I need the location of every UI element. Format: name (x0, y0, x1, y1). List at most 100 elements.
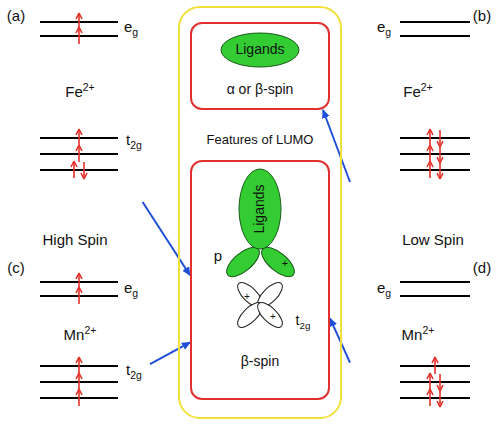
connector-arrow (150, 342, 190, 364)
label-text: eg (124, 19, 138, 36)
level-panel: (c) egMn2+ t2g (2, 255, 150, 418)
label-text: eg (377, 19, 391, 36)
feature-box: p t2g β-spin Ligands (190, 160, 330, 400)
electron-arrowhead (76, 287, 82, 293)
phase-sign: + (282, 257, 288, 269)
ligand-lobe: Ligands (238, 168, 282, 250)
electron-arrow (439, 390, 441, 406)
electron-arrow (78, 374, 80, 390)
energy-level (400, 381, 470, 383)
electron-arrowhead (81, 173, 87, 179)
energy-level (400, 21, 470, 23)
phase-sign: + (270, 311, 276, 322)
energy-levels (40, 22, 470, 398)
label-text: Mn2+ (64, 327, 97, 344)
label-text: (b) (473, 8, 491, 25)
electron-arrow (78, 130, 80, 146)
electron-arrow (78, 358, 80, 374)
electron-arrow (78, 28, 80, 44)
shape-sub: g (132, 26, 138, 38)
electron-arrowhead (76, 27, 82, 33)
electron-arrowhead (432, 357, 438, 363)
label-text: Ligands (252, 184, 267, 233)
electron-arrowhead (71, 161, 77, 167)
electron-arrow (429, 162, 431, 178)
shape-sup: 2+ (83, 81, 95, 93)
electron-arrow (429, 130, 431, 146)
shape-sup: 2+ (421, 81, 433, 93)
electron-arrow (73, 162, 75, 178)
lumo-panel: Features of LUMOα or β-spinLigandspt2gβ-… (178, 6, 342, 419)
electron-arrow (83, 162, 85, 178)
shape-sub: 2g (130, 369, 142, 381)
electron-arrowhead (427, 129, 433, 135)
shape-sup: 2+ (84, 324, 96, 336)
label-text: Mn2+ (402, 327, 435, 344)
level-panel: (b) egFe2+ (350, 2, 498, 202)
electron-arrowhead (76, 373, 82, 379)
label-text: (c) (7, 260, 25, 277)
energy-level (400, 153, 470, 155)
electron-arrowhead (76, 389, 82, 395)
electron-arrow (429, 390, 431, 406)
shape-sub: 2g (299, 320, 310, 331)
ellipse-shape (221, 33, 299, 67)
ellipse-shape (239, 169, 281, 249)
energy-level (400, 295, 470, 297)
label-text: Features of LUMO (207, 133, 314, 147)
label-text: Ligands (235, 42, 284, 57)
electron-arrowhead (76, 145, 82, 151)
electron-arrow (429, 146, 431, 162)
electron-arrow (439, 162, 441, 178)
electron-arrow (78, 146, 80, 162)
connector-arrow (323, 110, 350, 182)
level-panel: (a) egFe2+ t2g (2, 2, 150, 202)
energy-level (400, 281, 470, 283)
electron-arrowhead (76, 13, 82, 19)
label-text: Fe2+ (65, 84, 95, 101)
shape-sup: 2+ (422, 324, 434, 336)
electron-arrowhead (427, 389, 433, 395)
energy-level (400, 397, 470, 399)
energy-level (40, 169, 118, 171)
spin-label: High Spin (42, 232, 107, 249)
electron-arrow (78, 390, 80, 406)
electron-arrowhead (76, 129, 82, 135)
label-text: p (214, 248, 222, 265)
shape-sub: g (132, 287, 138, 299)
label-text: Fe2+ (403, 84, 433, 101)
electron-arrow (78, 288, 80, 304)
energy-level (400, 169, 470, 171)
electron-arrowhead (437, 173, 443, 179)
ligand-ellipse: Ligands (220, 32, 300, 68)
label-text: (d) (473, 260, 491, 277)
label-text: (a) (7, 8, 25, 25)
electron-arrow (439, 146, 441, 162)
phase-sign: + (244, 291, 250, 302)
shape-sub: 2g (130, 139, 142, 151)
electron-arrowhead (427, 145, 433, 151)
spin-label: Low Spin (402, 232, 464, 249)
electron-arrowhead (437, 401, 443, 407)
connector-arrow (143, 202, 190, 275)
shape-sub: g (385, 26, 391, 38)
connector-arrow (330, 318, 350, 362)
electron-arrowhead (76, 357, 82, 363)
label-text: β-spin (241, 354, 279, 369)
label-text: t2g (126, 132, 142, 149)
label-text: α or β-spin (227, 82, 294, 97)
shape-sub: g (385, 287, 391, 299)
energy-level (400, 35, 470, 37)
electron-arrowhead (427, 161, 433, 167)
energy-level (400, 137, 470, 139)
level-panel: (d)egMn2+ (350, 255, 498, 418)
t2g-orbital (234, 279, 287, 332)
label-text: t2g (126, 362, 142, 379)
electron-arrowhead (427, 373, 433, 379)
electron-arrow (439, 374, 441, 390)
electron-arrows (71, 13, 443, 407)
label-text: t2g (296, 313, 311, 328)
electron-arrow (434, 358, 436, 374)
electron-arrowhead (76, 273, 82, 279)
label-text: eg (124, 280, 138, 297)
